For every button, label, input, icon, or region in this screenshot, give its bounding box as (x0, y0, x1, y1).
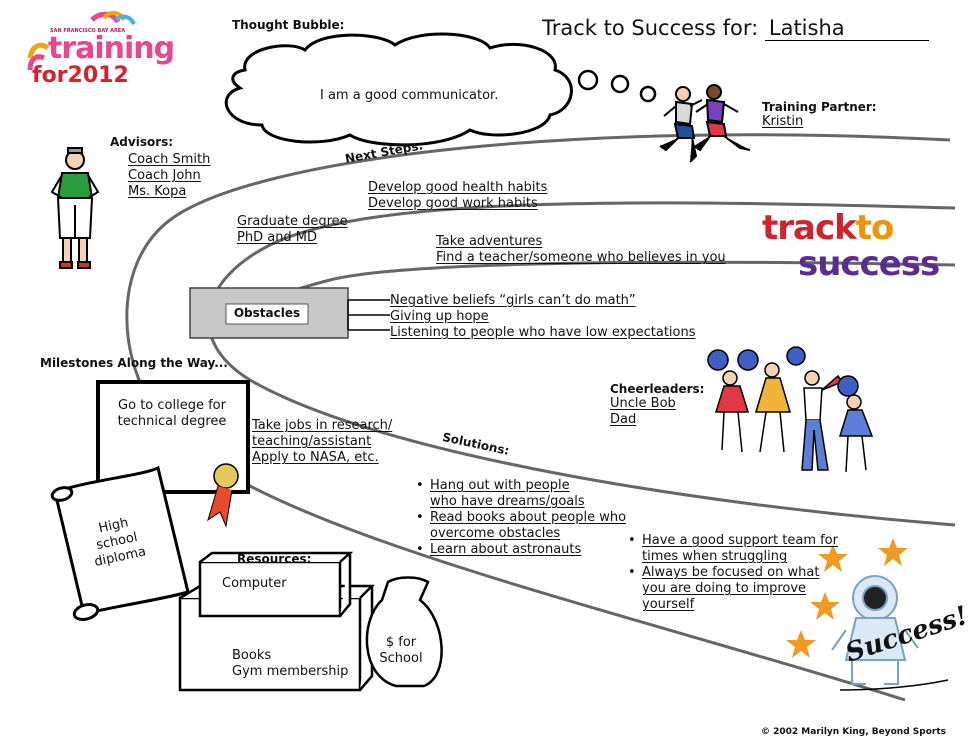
next-steps-group-3: Take adventures Find a teacher/someone w… (436, 234, 726, 266)
obstacle-item: Giving up hope (390, 309, 489, 324)
solution-line: who have dreams/goals (430, 494, 585, 509)
advisor-name: Coach John (128, 168, 201, 183)
runners-figure (659, 84, 751, 163)
page-title: Track to Success for: Latisha (542, 16, 929, 41)
money-bag-text: $ for School (379, 635, 423, 666)
advisors-list: Coach Smith Coach John Ms. Kopa (128, 152, 210, 200)
advisors-label: Advisors: (110, 135, 174, 149)
resource-books: Books Gym membership (232, 648, 348, 680)
logo-line1: training (48, 31, 175, 66)
next-step-item: Develop good work habits (368, 196, 538, 211)
next-steps-group-2: Graduate degree PhD and MD (237, 214, 348, 246)
obstacle-connectors (347, 299, 390, 331)
certificate-text: Go to college for technical degree (117, 398, 227, 429)
next-step-item: PhD and MD (237, 230, 318, 245)
solution-line: overcome obstacles (430, 526, 561, 541)
obstacles-list: Negative beliefs “girls can’t do math” G… (390, 293, 696, 341)
advisor-figure (50, 147, 100, 269)
cheerleader-name: Dad (610, 412, 637, 427)
solution-line: Hang out with people (430, 478, 570, 493)
advisor-name: Ms. Kopa (128, 184, 187, 199)
milestone-job-line: Take jobs in research/ (252, 418, 393, 433)
obstacles-label: Obstacles (233, 306, 301, 320)
obstacle-item: Listening to people who have low expecta… (390, 325, 696, 340)
brand-track: track (762, 208, 857, 248)
solution-line: Read books about people who (430, 510, 627, 525)
thought-dot-1 (577, 69, 599, 91)
next-step-item: Find a teacher/someone who believes in y… (436, 250, 726, 265)
cheerleader-name: Uncle Bob (610, 396, 676, 411)
certificate-frame (96, 380, 250, 528)
thought-cloud (224, 32, 573, 147)
cheerleaders-figure (707, 346, 874, 473)
logo-small-text: SAN FRANCISCO BAY AREA (50, 28, 126, 34)
thought-bubble-label: Thought Bubble: (232, 18, 345, 32)
solution-item: • Learn about astronauts (416, 542, 582, 557)
logo-line2: for2012 (32, 63, 129, 88)
next-step-item: Graduate degree (237, 214, 348, 229)
solution-line: Learn about astronauts (430, 542, 582, 557)
support-line: Have a good support team for (642, 533, 838, 548)
support-line: Always be focused on what (642, 565, 820, 580)
advisor-name: Coach Smith (128, 152, 211, 167)
title-prefix: Track to Success for: (542, 16, 759, 40)
milestones-label: Milestones Along the Way... (40, 356, 228, 370)
training-partner: Training Partner: Kristin (762, 100, 877, 129)
brand-success: success (798, 244, 940, 284)
stars (786, 538, 908, 658)
milestone-jobs: Take jobs in research/ teaching/assistan… (252, 418, 392, 466)
copyright: © 2002 Marilyn King, Beyond Sports (760, 727, 946, 737)
cheerleaders: Cheerleaders: Uncle Bob Dad (610, 382, 704, 428)
money-bag (365, 576, 443, 688)
success-underline (839, 679, 949, 691)
support-line: yourself (642, 597, 695, 612)
resources-label: Resources: (237, 552, 312, 566)
training-logo: SAN FRANCISCO BAY AREA training for2012 (28, 28, 175, 88)
thought-dot-2 (610, 74, 630, 94)
title-name: Latisha (764, 16, 929, 41)
resource-computer: Computer (222, 576, 287, 591)
thought-bubble-text: I am a good communicator. (320, 88, 499, 103)
cheerleaders-label: Cheerleaders: (610, 382, 705, 396)
support-line: times when struggling (642, 549, 788, 564)
resource-gym-line: Gym membership (232, 664, 349, 679)
training-partner-name: Kristin (762, 114, 804, 129)
thought-dot-3 (639, 85, 657, 103)
training-logo-ribbon (27, 11, 136, 71)
next-step-item: Take adventures (436, 234, 543, 249)
training-partner-label: Training Partner: (762, 100, 877, 114)
track-lane-outer (125, 133, 951, 702)
brand-to: to (855, 208, 895, 248)
next-steps-group-1: Develop good health habits Develop good … (368, 180, 547, 212)
milestone-job-line: Apply to NASA, etc. (252, 450, 379, 465)
track-to-success-brand: trackto success (762, 208, 940, 284)
resource-boxes (178, 551, 376, 692)
resource-books-line: Books (232, 648, 272, 663)
astronaut-figure (831, 575, 919, 685)
next-step-item: Develop good health habits (368, 180, 548, 195)
support-line: you are doing to improve (642, 581, 807, 596)
milestone-job-line: teaching/assistant (252, 434, 372, 449)
obstacle-item: Negative beliefs “girls can’t do math” (390, 293, 636, 308)
